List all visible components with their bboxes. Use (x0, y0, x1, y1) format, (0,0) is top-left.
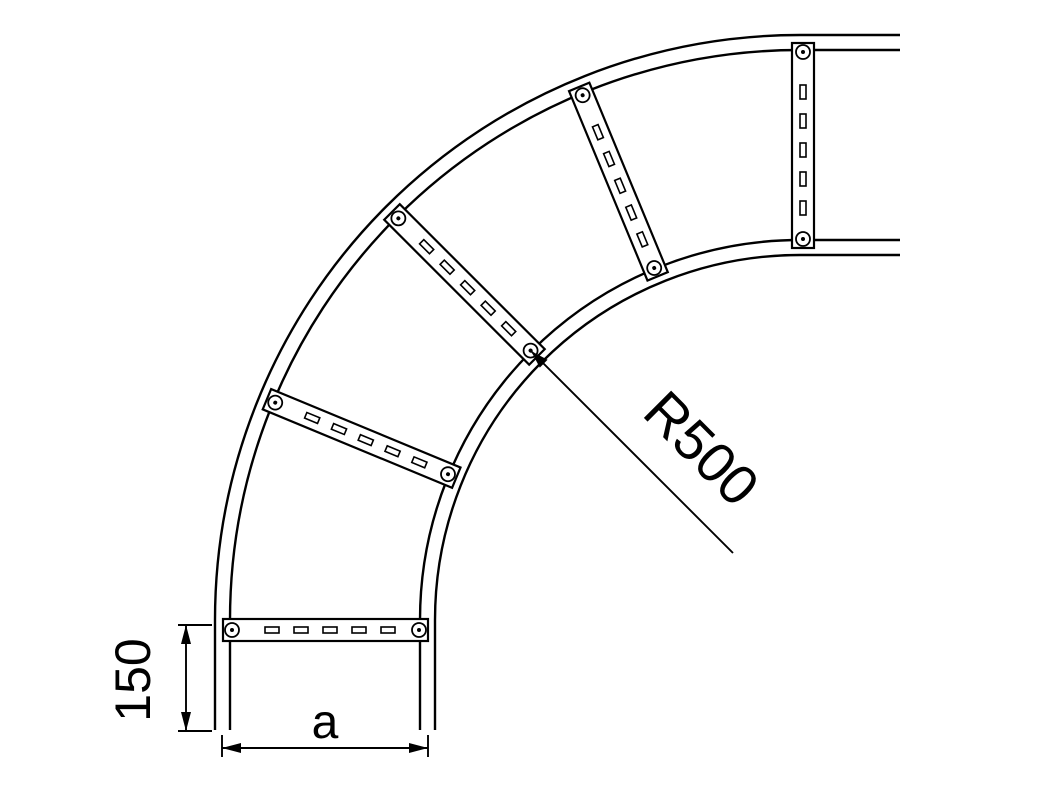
rung-arc-3 (567, 81, 669, 282)
dim-150-arrow-down (181, 712, 191, 731)
dim-150-label: 150 (105, 638, 161, 721)
rungs (221, 41, 816, 643)
radius-leader-line (530, 350, 734, 554)
rung-arc-1 (261, 387, 462, 489)
radius-callout: R500 (530, 350, 771, 554)
rung-bottom (221, 617, 430, 643)
dim-150-arrow-up (181, 625, 191, 644)
radius-label: R500 (632, 379, 771, 518)
dimension-a: a (221, 696, 429, 757)
rung-top (790, 41, 816, 250)
dim-a-arrow-right (409, 743, 428, 753)
dim-a-arrow-left (222, 743, 241, 753)
radius-arrowhead (531, 351, 548, 368)
rung-arc-2 (383, 203, 546, 366)
outer-rail-outer-line (213, 33, 900, 730)
dimension-150: 150 (105, 624, 212, 732)
dim-a-label: a (312, 696, 339, 749)
